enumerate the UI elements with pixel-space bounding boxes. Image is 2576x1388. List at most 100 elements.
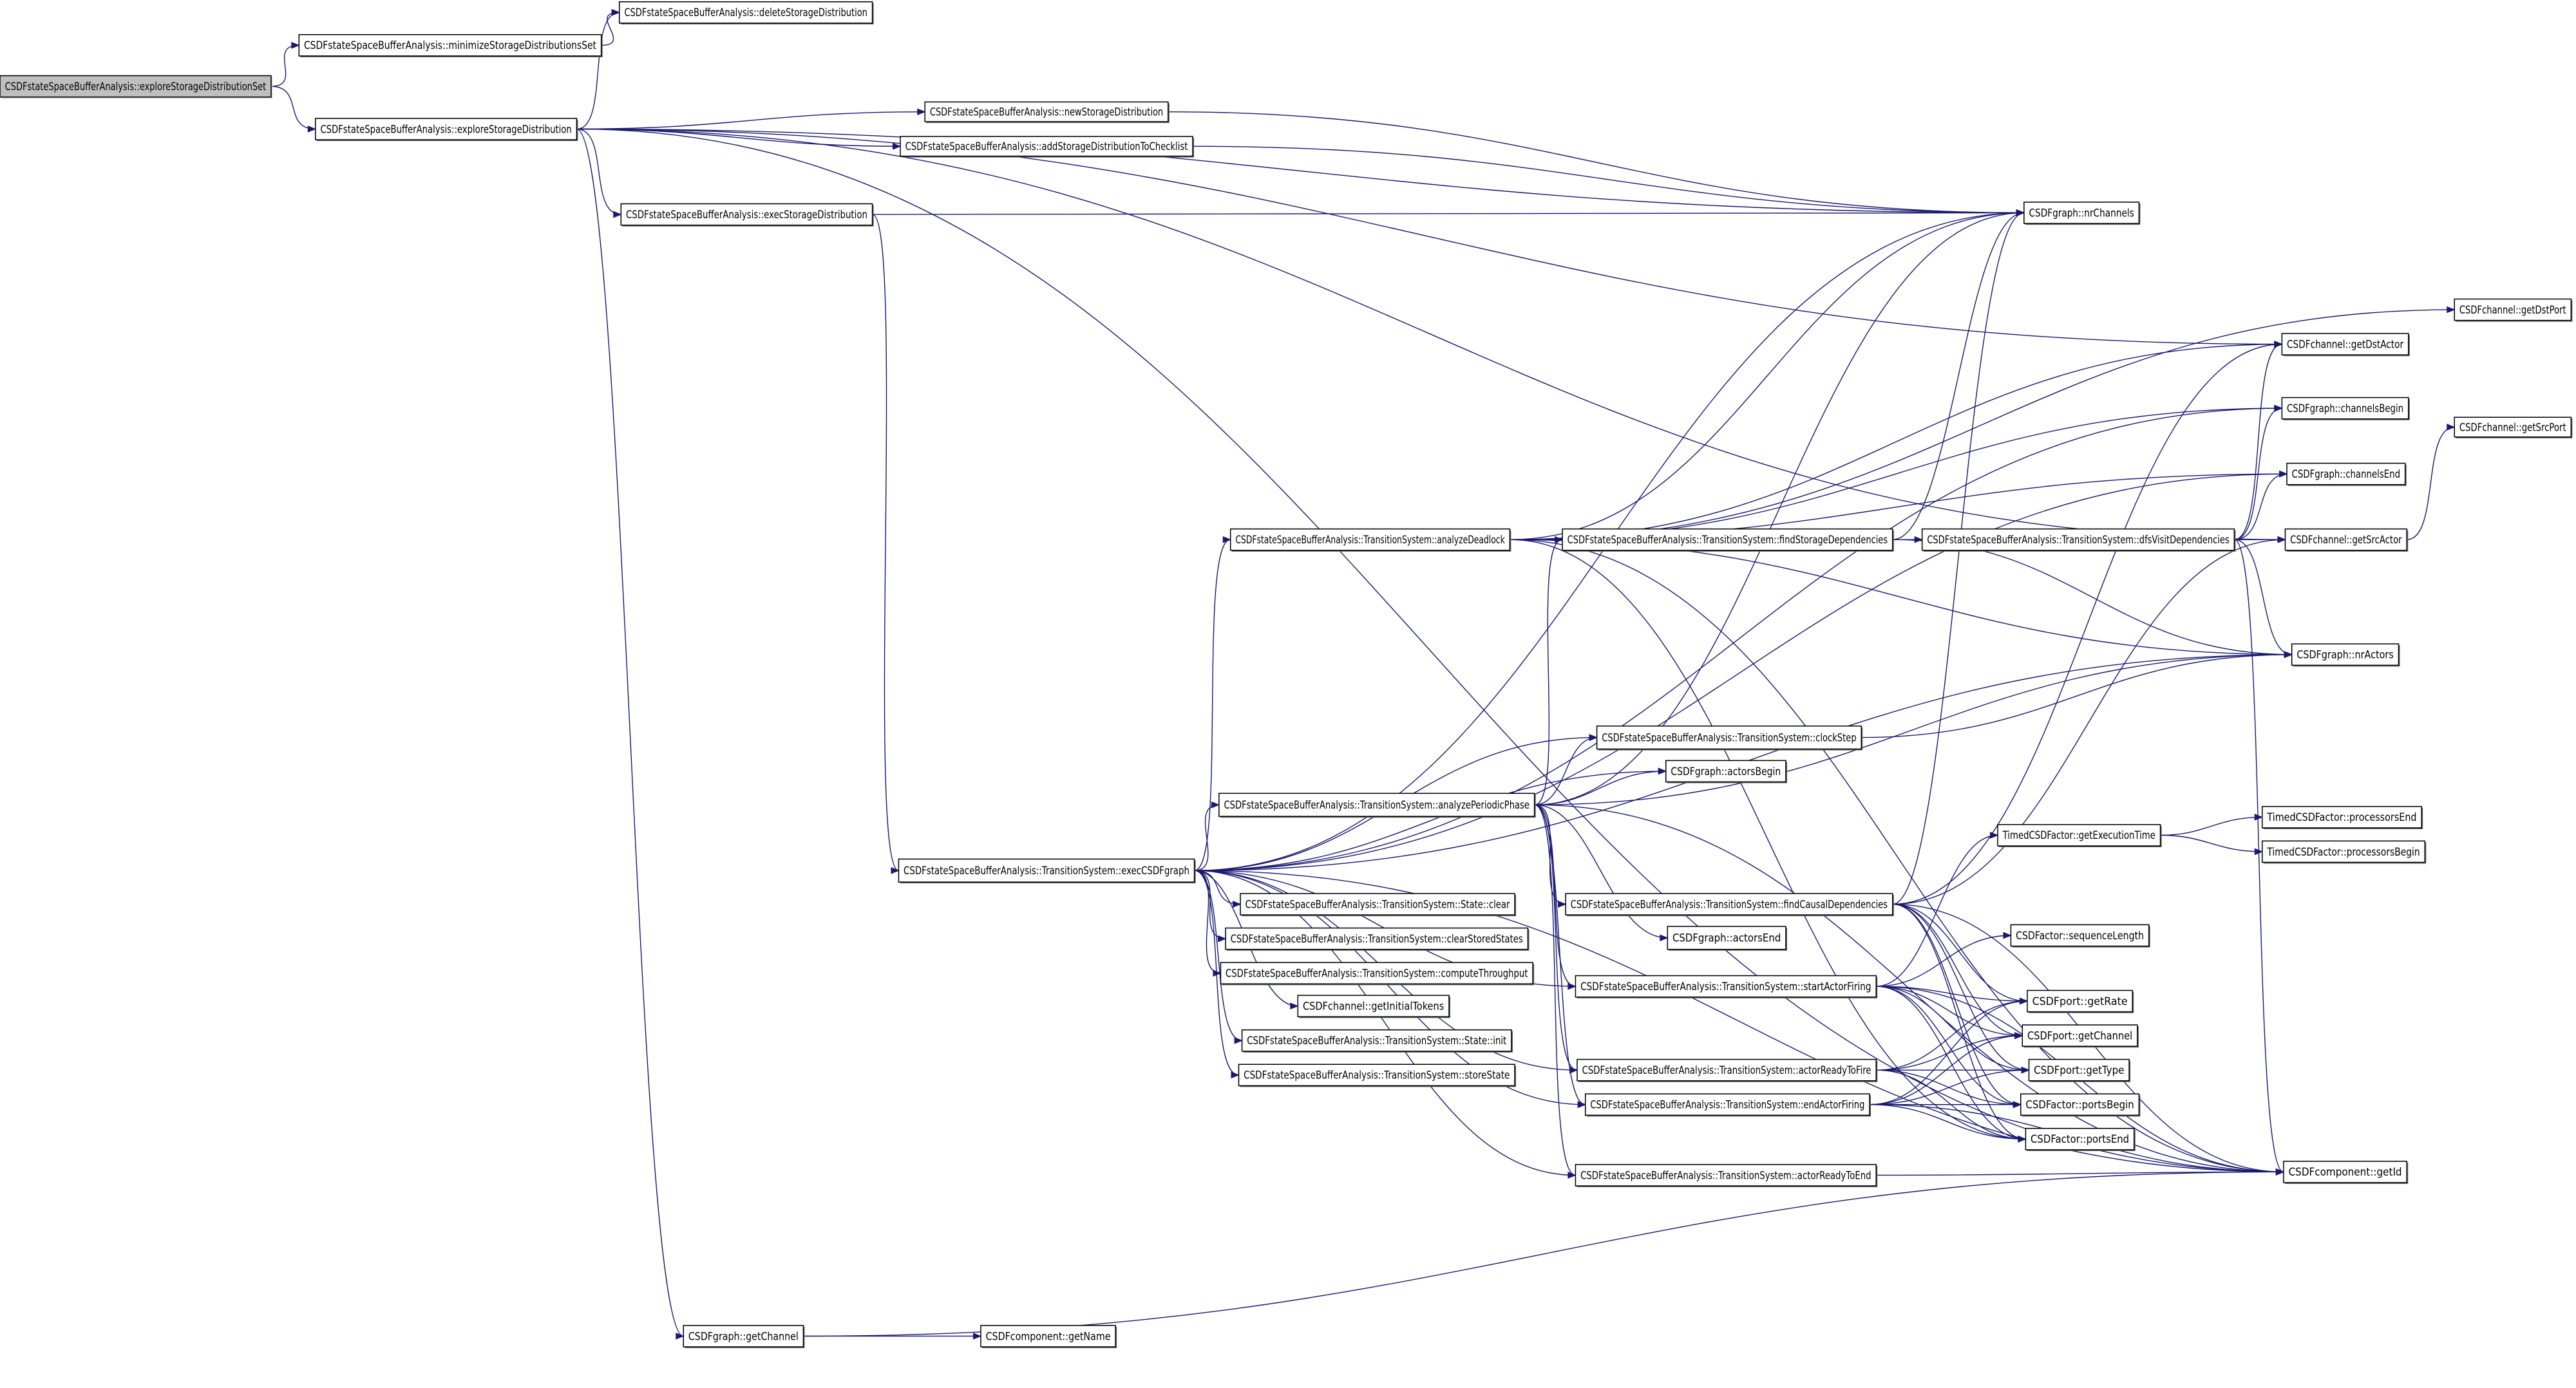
node-analyze-periodic-phase[interactable]: CSDFstateSpaceBufferAnalysis::Transition… — [1218, 792, 1536, 818]
edge-app-to-acb — [1534, 771, 1666, 805]
node-box — [1240, 893, 1515, 915]
node-get-src-port[interactable]: CSDFchannel::getSrcPort — [2454, 417, 2573, 438]
node-sequence-length[interactable]: CSDFactor::sequenceLength — [2010, 924, 2150, 948]
edge-ggc-to-gid — [803, 1171, 2284, 1337]
edge-nsd-to-nrch — [1168, 111, 2024, 214]
node-box — [2281, 397, 2409, 420]
edge-esds-to-msds — [270, 44, 299, 87]
node-analyze-deadlock[interactable]: CSDFstateSpaceBufferAnalysis::Transition… — [1229, 528, 1511, 552]
node-nr-channels[interactable]: CSDFgraph::nrChannels — [2023, 202, 2141, 225]
edge-dfs-to-che — [2234, 473, 2287, 540]
node-clock-step[interactable]: CSDFstateSpaceBufferAnalysis::Transition… — [1596, 725, 1863, 751]
edge-xcg-to-sst — [1194, 870, 1239, 1076]
node-get-dst-port[interactable]: CSDFchannel::getDstPort — [2454, 298, 2573, 322]
node-get-initial-tokens[interactable]: CSDFchannel::getInitialTokens — [1297, 995, 1451, 1018]
node-box — [0, 75, 272, 98]
node-end-actor-firing[interactable]: CSDFstateSpaceBufferAnalysis::Transition… — [1584, 1093, 1871, 1117]
node-ports-end[interactable]: CSDFactor::portsEnd — [2025, 1127, 2136, 1151]
node-minimize-storage-distributions-set[interactable]: CSDFstateSpaceBufferAnalysis::minimizeSt… — [298, 34, 603, 57]
node-box — [2261, 805, 2422, 829]
node-explore-storage-distribution-set[interactable]: CSDFstateSpaceBufferAnalysis::exploreSto… — [0, 75, 272, 98]
node-add-storage-distribution-to-checklist[interactable]: CSDFstateSpaceBufferAnalysis::addStorage… — [900, 136, 1195, 158]
node-compute-throughput[interactable]: CSDFstateSpaceBufferAnalysis::Transition… — [1220, 962, 1535, 986]
edge-esd-to-ggc — [576, 128, 684, 1337]
edge-xcg-to-are — [1194, 870, 1576, 1176]
node-channels-end[interactable]: CSDFgraph::channelsEnd — [2286, 462, 2407, 486]
node-label: CSDFgraph::nrActors — [2297, 648, 2394, 661]
node-label: CSDFstateSpaceBufferAnalysis::Transition… — [1231, 932, 1523, 945]
node-dfs-visit-dependencies[interactable]: CSDFstateSpaceBufferAnalysis::Transition… — [1921, 528, 2236, 552]
node-box — [2025, 1127, 2135, 1150]
edge-app-to-ace — [1534, 804, 1668, 939]
edge-saf-to-gty — [1876, 986, 2029, 1071]
node-box — [2010, 924, 2150, 947]
node-explore-storage-distribution[interactable]: CSDFstateSpaceBufferAnalysis::exploreSto… — [315, 118, 578, 142]
node-actors-end[interactable]: CSDFgraph::actorsEnd — [1667, 926, 1788, 951]
node-actor-ready-to-end[interactable]: CSDFstateSpaceBufferAnalysis::Transition… — [1575, 1164, 1878, 1188]
node-get-channel[interactable]: CSDFgraph::getChannel — [683, 1325, 805, 1349]
edge-adl-to-gda — [1510, 343, 2282, 540]
node-exec-csdfgraph[interactable]: CSDFstateSpaceBufferAnalysis::Transition… — [898, 858, 1196, 884]
edge-app-to-eaf — [1534, 804, 1586, 1105]
node-box — [1575, 975, 1877, 998]
edge-arf-to-gch — [1876, 1035, 2023, 1071]
node-nr-actors[interactable]: CSDFgraph::nrActors — [2291, 643, 2400, 667]
node-label: CSDFstateSpaceBufferAnalysis::Transition… — [1224, 798, 1530, 811]
arrowhead — [611, 8, 621, 16]
node-get-name[interactable]: CSDFcomponent::getName — [980, 1325, 1117, 1349]
node-label: CSDFport::getType — [2034, 1064, 2124, 1076]
node-actor-ready-to-fire[interactable]: CSDFstateSpaceBufferAnalysis::Transition… — [1577, 1058, 1878, 1082]
node-find-storage-dependencies[interactable]: CSDFstateSpaceBufferAnalysis::Transition… — [1562, 528, 1894, 552]
node-get-dst-actor[interactable]: CSDFchannel::getDstActor — [2281, 333, 2410, 357]
node-ports-begin[interactable]: CSDFactor::portsBegin — [2020, 1093, 2141, 1117]
node-get-id[interactable]: CSDFcomponent::getId — [2283, 1161, 2409, 1184]
node-label: CSDFstateSpaceBufferAnalysis::Transition… — [1244, 1069, 1510, 1082]
node-label: CSDFgraph::actorsBegin — [1671, 765, 1781, 778]
edge-eaf-to-pe — [1870, 1104, 2026, 1140]
arrowhead — [972, 1333, 982, 1340]
node-clear-stored-states[interactable]: CSDFstateSpaceBufferAnalysis::Transition… — [1225, 927, 1530, 951]
node-get-src-actor[interactable]: CSDFchannel::getSrcActor — [2284, 528, 2409, 552]
node-label: CSDFactor::portsBegin — [2025, 1098, 2134, 1111]
node-box — [980, 1325, 1116, 1347]
arrowhead — [1589, 734, 1598, 741]
node-box — [1297, 995, 1450, 1018]
node-get-type[interactable]: CSDFport::getType — [2028, 1058, 2131, 1082]
node-label: CSDFstateSpaceBufferAnalysis::Transition… — [1590, 1098, 1864, 1111]
node-get-execution-time[interactable]: TimedCSDFactor::getExecutionTime — [1997, 824, 2162, 848]
edge-eaf-to-gty — [1870, 1069, 2029, 1105]
node-find-causal-dependencies[interactable]: CSDFstateSpaceBufferAnalysis::Transition… — [1565, 893, 1894, 917]
node-store-state[interactable]: CSDFstateSpaceBufferAnalysis::Transition… — [1238, 1064, 1517, 1087]
node-get-rate[interactable]: CSDFport::getRate — [2027, 989, 2134, 1013]
node-exec-storage-distribution[interactable]: CSDFstateSpaceBufferAnalysis::execStorag… — [620, 203, 874, 227]
edge-get-to-prb — [2160, 834, 2262, 852]
node-processors-begin[interactable]: TimedCSDFactor::processorsBegin — [2261, 840, 2427, 864]
arrowhead — [1290, 1002, 1299, 1010]
node-start-actor-firing[interactable]: CSDFstateSpaceBufferAnalysis::Transition… — [1575, 975, 1878, 999]
node-get-channel[interactable]: CSDFport::getChannel — [2022, 1024, 2139, 1048]
node-box — [1220, 962, 1533, 985]
arrowhead — [2018, 1135, 2027, 1143]
node-new-storage-distribution[interactable]: CSDFstateSpaceBufferAnalysis::newStorage… — [924, 101, 1170, 124]
node-init[interactable]: CSDFstateSpaceBufferAnalysis::Transition… — [1241, 1029, 1513, 1053]
edge-fcd-to-grt — [1892, 903, 2027, 1002]
edge-msds-to-dsd — [601, 12, 620, 46]
node-processors-end[interactable]: TimedCSDFactor::processorsEnd — [2261, 805, 2423, 829]
edge-dfs-to-gid — [2234, 539, 2284, 1173]
arrowhead — [2447, 306, 2456, 314]
node-label: CSDFstateSpaceBufferAnalysis::deleteStor… — [624, 6, 867, 19]
node-delete-storage-distribution[interactable]: CSDFstateSpaceBufferAnalysis::deleteStor… — [618, 1, 874, 24]
node-actors-begin[interactable]: CSDFgraph::actorsBegin — [1665, 760, 1788, 783]
node-channels-begin[interactable]: CSDFgraph::channelsBegin — [2281, 397, 2410, 420]
node-label: CSDFstateSpaceBufferAnalysis::Transition… — [1245, 897, 1510, 910]
node-label: CSDFstateSpaceBufferAnalysis::Transition… — [1580, 980, 1871, 993]
node-label: CSDFgraph::getChannel — [688, 1329, 799, 1342]
arrowhead — [2254, 848, 2264, 856]
node-label: CSDFchannel::getSrcActor — [2290, 533, 2402, 546]
arrowhead — [2275, 1168, 2285, 1176]
node-label: TimedCSDFactor::getExecutionTime — [2002, 829, 2155, 841]
node-clear[interactable]: CSDFstateSpaceBufferAnalysis::Transition… — [1240, 893, 1517, 917]
arrowhead — [1569, 1066, 1578, 1074]
arrowhead — [2284, 651, 2293, 659]
arrowhead — [1567, 982, 1577, 990]
